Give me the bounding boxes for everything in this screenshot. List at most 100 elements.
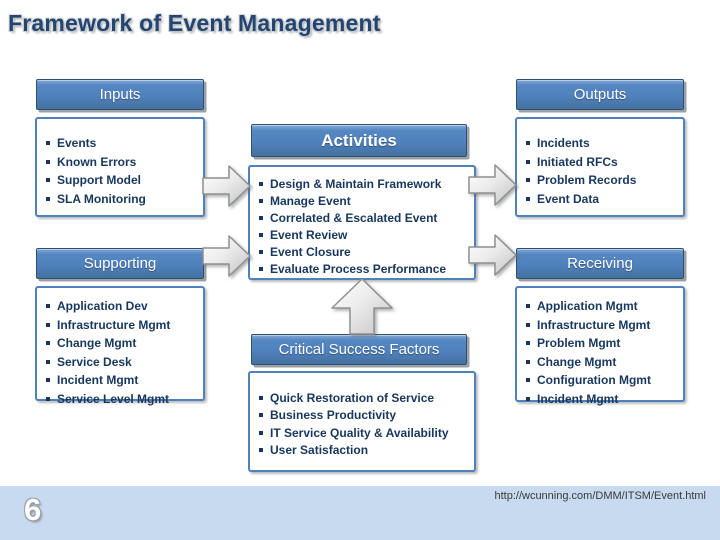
- list-item-label: Problem Records: [537, 173, 637, 188]
- list-item-label: Initiated RFCs: [537, 154, 618, 169]
- list-item-label: Service Level Mgmt: [57, 391, 170, 406]
- bullet-square-icon: [526, 341, 530, 346]
- bullet-square-icon: [46, 196, 50, 201]
- list-item: Configuration Mgmt: [526, 371, 679, 390]
- arrow-right-icon-activities-to-outputs: [468, 164, 517, 206]
- arrow-right-icon-activities-to-receiving: [468, 234, 517, 276]
- list-item: Manage Event: [259, 192, 470, 209]
- list-item: Incident Mgmt: [526, 390, 679, 409]
- bullet-square-icon: [259, 266, 263, 271]
- supporting-header-label: Supporting: [83, 255, 157, 272]
- supporting-header: Supporting: [36, 248, 204, 279]
- list-item-label: Incident Mgmt: [57, 373, 139, 388]
- bullet-square-icon: [259, 181, 263, 186]
- arrow-right-icon-supporting-to-activities: [202, 235, 251, 277]
- list-item: Problem Records: [526, 171, 679, 190]
- bullet-square-icon: [259, 395, 263, 400]
- list-item: Incident Mgmt: [46, 371, 199, 390]
- list-item: Infrastructure Mgmt: [526, 316, 679, 335]
- list-item: Problem Mgmt: [526, 334, 679, 353]
- list-item: Service Level Mgmt: [46, 390, 199, 409]
- bullet-square-icon: [46, 159, 50, 164]
- list-item-label: Correlated & Escalated Event: [270, 210, 438, 225]
- list-item-label: Known Errors: [57, 154, 137, 169]
- bullet-square-icon: [526, 378, 530, 383]
- list-item: Event Review: [259, 226, 470, 243]
- footer-url: http://wcunning.com/DMM/ITSM/Event.html: [494, 490, 706, 502]
- list-item-label: Event Closure: [270, 244, 351, 259]
- list-item-label: Configuration Mgmt: [537, 373, 651, 388]
- list-item: User Satisfaction: [259, 442, 470, 460]
- bullet-square-icon: [46, 396, 50, 401]
- inputs-header: Inputs: [36, 79, 204, 110]
- list-item: Event Data: [526, 190, 679, 209]
- list-item: Infrastructure Mgmt: [46, 316, 199, 335]
- inputs-header-label: Inputs: [99, 86, 141, 103]
- bullet-square-icon: [259, 413, 263, 418]
- bullet-square-icon: [259, 448, 263, 453]
- bullet-square-icon: [46, 178, 50, 183]
- bullet-square-icon: [526, 159, 530, 164]
- list-item: Event Closure: [259, 243, 470, 260]
- bullet-square-icon: [526, 322, 530, 327]
- list-item-label: Business Productivity: [270, 408, 397, 423]
- bullet-square-icon: [46, 141, 50, 146]
- list-item: IT Service Quality & Availability: [259, 424, 470, 442]
- bullet-square-icon: [46, 341, 50, 346]
- list-item-label: IT Service Quality & Availability: [270, 425, 449, 440]
- list-item: Application Dev: [46, 297, 199, 316]
- activities-header-label: Activities: [321, 130, 397, 150]
- bullet-square-icon: [259, 430, 263, 435]
- outputs-header-label: Outputs: [573, 86, 627, 103]
- list-item-label: Application Dev: [57, 299, 148, 314]
- bullet-square-icon: [526, 196, 530, 201]
- bullet-square-icon: [46, 378, 50, 383]
- bullet-square-icon: [46, 359, 50, 364]
- list-item-label: Service Desk: [57, 354, 132, 369]
- list-item: SLA Monitoring: [46, 190, 199, 209]
- list-item: Events: [46, 134, 199, 153]
- list-item: Business Productivity: [259, 407, 470, 425]
- list-item: Change Mgmt: [526, 353, 679, 372]
- bullet-square-icon: [526, 304, 530, 309]
- list-item: Change Mgmt: [46, 334, 199, 353]
- receiving-header-label: Receiving: [567, 255, 633, 272]
- list-item-label: Evaluate Process Performance: [270, 261, 447, 276]
- list-item-label: Quick Restoration of Service: [270, 390, 435, 405]
- list-item-label: Support Model: [57, 173, 141, 188]
- bullet-square-icon: [526, 141, 530, 146]
- bullet-square-icon: [46, 304, 50, 309]
- list-item-label: Event Review: [270, 227, 348, 242]
- list-item: Evaluate Process Performance: [259, 260, 470, 277]
- list-item-label: User Satisfaction: [270, 443, 369, 458]
- list-item-label: Change Mgmt: [57, 336, 137, 351]
- list-item-label: Event Data: [537, 191, 600, 206]
- list-item-label: Design & Maintain Framework: [270, 176, 442, 191]
- list-item-label: Infrastructure Mgmt: [57, 317, 171, 332]
- list-item: Service Desk: [46, 353, 199, 372]
- bullet-square-icon: [259, 198, 263, 203]
- outputs-header: Outputs: [516, 79, 684, 110]
- list-item-label: Events: [57, 136, 97, 151]
- list-item: Incidents: [526, 134, 679, 153]
- bullet-square-icon: [259, 249, 263, 254]
- list-item-label: Infrastructure Mgmt: [537, 317, 651, 332]
- bullet-square-icon: [526, 359, 530, 364]
- list-item: Support Model: [46, 171, 199, 190]
- slide-title: Framework of Event Management: [8, 10, 381, 36]
- list-item-label: Problem Mgmt: [537, 336, 621, 351]
- bullet-square-icon: [526, 178, 530, 183]
- bullet-square-icon: [259, 215, 263, 220]
- receiving-header: Receiving: [516, 248, 684, 279]
- list-item-label: Change Mgmt: [537, 354, 617, 369]
